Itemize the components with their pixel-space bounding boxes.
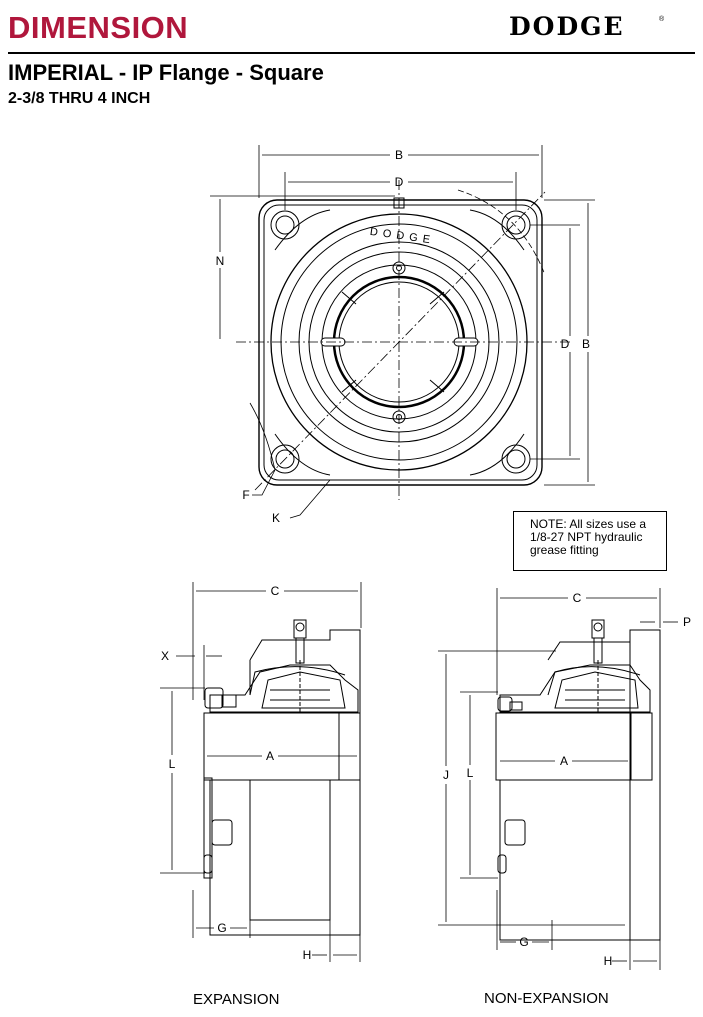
- exp-dim-g: G: [217, 921, 226, 935]
- nonexp-dim-h: H: [604, 954, 613, 968]
- dodge-logo: DODGE ®: [509, 12, 665, 41]
- dim-f: F: [242, 488, 249, 502]
- nonexp-dim-l: L: [467, 766, 474, 780]
- svg-text:®: ®: [659, 15, 665, 23]
- non-expansion-caption: NON-EXPANSION: [484, 990, 609, 1007]
- dim-b-top: B: [395, 148, 403, 162]
- dim-b-right: B: [582, 337, 590, 351]
- dim-d-right: D: [561, 337, 570, 351]
- non-expansion-side-view: [438, 588, 678, 970]
- dim-n: N: [216, 254, 225, 268]
- nonexp-dim-a: A: [560, 754, 568, 768]
- dodge-logo-text: DODGE: [509, 12, 625, 41]
- exp-dim-x: X: [161, 649, 169, 663]
- header-rule: [8, 52, 695, 54]
- dim-k: K: [272, 511, 280, 525]
- dim-d-top: D: [395, 175, 404, 189]
- nonexp-dim-p: P: [683, 615, 691, 629]
- note-line-1: NOTE: All sizes use a: [530, 517, 647, 531]
- exp-dim-l: L: [169, 757, 176, 771]
- expansion-caption: EXPANSION: [193, 991, 280, 1008]
- page-title: DIMENSION: [8, 10, 189, 45]
- exp-dim-a: A: [266, 749, 274, 763]
- size-range: 2-3/8 THRU 4 INCH: [8, 90, 151, 107]
- grease-fitting-note: NOTE: All sizes use a 1/8-27 NPT hydraul…: [513, 511, 667, 571]
- flange-top-view: D O D G E: [210, 145, 595, 519]
- note-line-3: grease fitting: [530, 543, 599, 557]
- nonexp-dim-c: C: [573, 591, 582, 605]
- housing-brand-text: D O D G E: [369, 226, 432, 246]
- note-line-2: 1/8-27 NPT hydraulic: [530, 530, 643, 544]
- exp-dim-h: H: [303, 948, 312, 962]
- nonexp-dim-j: J: [443, 768, 449, 782]
- exp-dim-c: C: [271, 584, 280, 598]
- nonexp-dim-g: G: [519, 935, 528, 949]
- product-subtitle: IMPERIAL - IP Flange - Square: [8, 60, 324, 85]
- expansion-side-view: [160, 582, 362, 962]
